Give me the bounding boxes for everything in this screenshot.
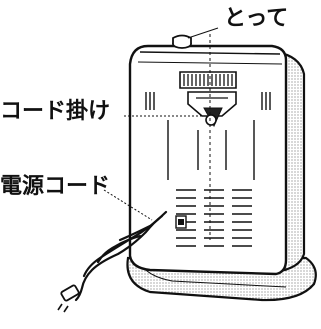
power-switch <box>175 215 187 229</box>
leader-cord <box>103 189 153 221</box>
power-plug <box>57 284 80 313</box>
top-handle <box>172 34 192 49</box>
cord-hook <box>187 91 237 128</box>
heater-body <box>128 44 288 276</box>
power-cord-label: 電源コード <box>0 174 111 199</box>
lower-grille <box>176 189 252 247</box>
cord-hook-label: コード掛け <box>0 99 111 124</box>
top-grille <box>179 71 237 89</box>
leader-lines <box>103 27 219 221</box>
handle-label: とって <box>224 6 289 31</box>
front-ribs <box>145 92 271 180</box>
leader-handle <box>187 27 219 39</box>
power-cord <box>74 210 168 302</box>
